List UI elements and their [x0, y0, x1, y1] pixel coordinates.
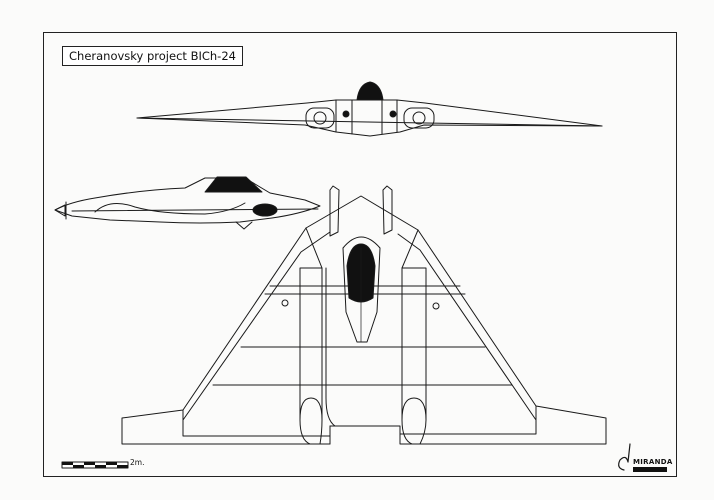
scale-label: 2m.: [130, 458, 145, 467]
plan-view-fuselage: [342, 236, 381, 343]
side-view-tail-cone: [54, 201, 67, 220]
plan-view-left-leading-edge: [182, 231, 331, 421]
side-view-wing-line: [71, 208, 319, 212]
side-view-nose-gear: [235, 221, 253, 230]
plan-view-left-fin: [329, 185, 340, 237]
front-view-fuselage: [335, 99, 398, 135]
drawing-frame: [43, 32, 677, 477]
side-view-fuselage: [54, 177, 321, 224]
plan-view-right-boom: [401, 267, 427, 445]
plan-view-right-wing-inner: [399, 405, 537, 435]
plan-view-right-leading-edge: [397, 233, 537, 421]
front-view-left-intake: [313, 111, 327, 125]
front-view-wing: [136, 99, 603, 137]
front-view-right-intake: [412, 111, 426, 125]
front-view: [136, 81, 603, 137]
front-view-right-nacelle: [403, 107, 435, 129]
front-view-left-nacelle: [305, 107, 335, 129]
front-view-canopy: [356, 81, 384, 101]
plan-view-right-fin: [382, 185, 393, 235]
plan-view-left-boom: [299, 267, 336, 445]
plan-view: [121, 185, 607, 445]
logo-text: MIRANDA: [633, 458, 673, 466]
front-view-left-wheel: [342, 110, 350, 118]
front-view-wing-upper-line: [136, 117, 603, 127]
miranda-logo-mark: [618, 443, 667, 472]
scale-bar: [61, 461, 129, 469]
front-view-right-wheel: [389, 110, 397, 118]
plan-view-left-marker: [281, 299, 289, 307]
plan-view-left-sweep: [305, 227, 323, 269]
side-view-canopy: [204, 176, 263, 193]
side-view-wheel-fairing: [252, 203, 278, 217]
drawing-title: Cheranovsky project BICh-24: [62, 46, 243, 66]
plan-view-left-wing-inner: [182, 409, 331, 437]
plan-view-left-nacelle-dome: [299, 397, 323, 421]
side-view-intake-fairing: [94, 202, 246, 215]
side-view: [54, 176, 321, 230]
plan-view-right-sweep: [401, 229, 419, 269]
plan-view-right-marker: [432, 302, 440, 310]
plan-view-right-nacelle-dome: [401, 397, 427, 421]
plan-view-wing-outline: [121, 195, 607, 445]
